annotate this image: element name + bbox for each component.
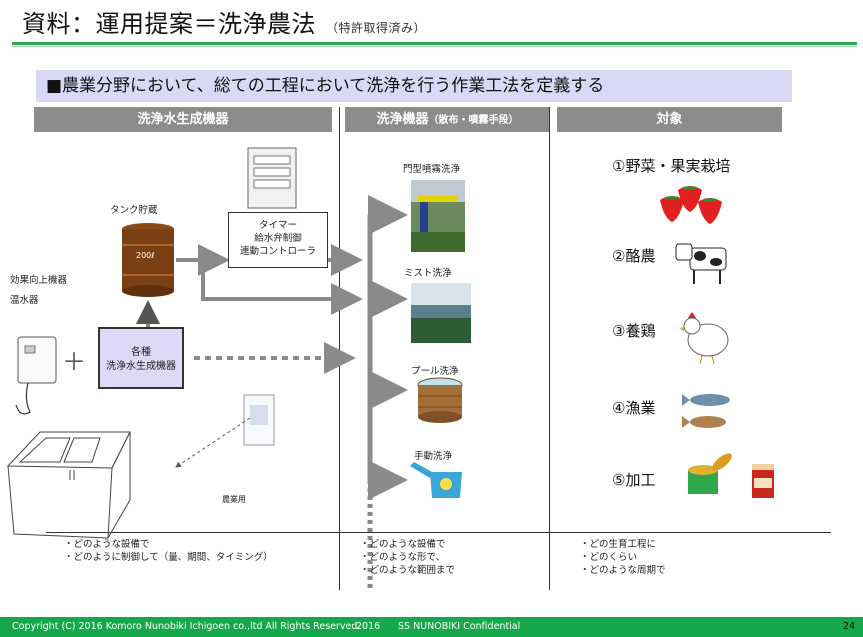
strawberry-icon <box>660 186 722 224</box>
footer-copyright: Copyright (C) 2016 Komoro Nunobiki Ichig… <box>12 621 361 632</box>
header-generator: 洗浄水生成機器 <box>34 107 332 132</box>
footer-bar: Copyright (C) 2016 Komoro Nunobiki Ichig… <box>0 617 863 637</box>
tank-icon <box>122 223 174 297</box>
notes-target: ・どの生育工程に ・どのくらい ・どのような周期で <box>580 538 666 577</box>
pool-icon <box>417 377 463 423</box>
footer-year: 2016 <box>356 621 381 632</box>
notes-divider <box>46 532 831 533</box>
note-line: ・どのくらい <box>580 552 638 563</box>
column-divider <box>549 107 550 590</box>
gate-spray-photo <box>411 180 465 252</box>
note-line: ・どの生育工程に <box>580 539 657 550</box>
header-washer-sub: （散布・噴霧手段） <box>428 115 519 126</box>
generator-line: 洗浄水生成機器 <box>106 361 176 372</box>
mist-photo <box>411 283 471 343</box>
gate-spray-label: 門型噴霧洗浄 <box>403 164 461 175</box>
pool-label: プール洗浄 <box>411 366 459 377</box>
note-line: ・どのような周期で <box>580 565 666 576</box>
control-panel-icon <box>247 147 297 209</box>
product-pack-icon <box>243 394 275 446</box>
timer-line: 連動コントローラ <box>239 246 316 257</box>
flow-diagram <box>6 147 774 592</box>
mist-label: ミスト洗浄 <box>404 268 452 279</box>
fish-icon <box>682 394 730 428</box>
banner: ■農業分野において、総ての工程において洗浄を行う作業工法を定義する <box>36 70 792 102</box>
timer-line: 給水弁制御 <box>254 233 302 244</box>
header-target: 対象 <box>557 107 782 132</box>
target-vegetables: ①野菜・果実栽培 <box>612 157 731 175</box>
watering-can-icon <box>410 462 462 498</box>
page-number: 24 <box>843 621 856 632</box>
header-washer-label: 洗浄機器 <box>376 112 429 127</box>
title-note: （特許取得済み） <box>326 21 427 35</box>
note-line: ・どのような形で、 <box>360 552 446 563</box>
target-dairy: ②酪農 <box>612 247 656 265</box>
plus-sign: ＋ <box>62 348 86 376</box>
cow-icon <box>675 243 727 284</box>
generator-box: 各種 洗浄水生成機器 <box>98 327 184 389</box>
target-fishery: ④漁業 <box>612 399 656 417</box>
title-text: 資料：運用提案＝洗浄農法 <box>22 10 316 38</box>
notes-washer: ・どのような設備で ・どのような形で、 ・どのような範囲まで <box>360 538 455 577</box>
agri-label: 農業用 <box>222 495 246 504</box>
effect-label: 効果向上機器 <box>10 275 68 286</box>
header-washer: 洗浄機器（散布・噴霧手段） <box>345 107 550 132</box>
dashed-pointer-arrow <box>175 417 251 468</box>
tank-capacity: 200ℓ <box>136 251 155 260</box>
note-line: ・どのような設備で <box>64 539 150 550</box>
target-processing: ⑤加工 <box>612 471 656 489</box>
target-poultry: ③養鶏 <box>612 322 656 340</box>
tank-label: タンク貯蔵 <box>110 205 158 216</box>
page-title: 資料：運用提案＝洗浄農法 （特許取得済み） <box>22 4 426 39</box>
canned-food-icon <box>688 453 774 498</box>
timer-line: タイマー <box>258 220 297 231</box>
arrow-tank-to-mist <box>201 260 363 315</box>
note-line: ・どのような設備で <box>360 539 446 550</box>
title-divider-thin <box>12 46 857 47</box>
timer-controller-box: タイマー 給水弁制御 連動コントローラ <box>228 212 328 268</box>
note-line: ・どのように制御して（量、期間、タイミング） <box>64 552 273 563</box>
storage-box-icon <box>6 431 131 539</box>
generator-line: 各種 <box>131 347 151 358</box>
manual-label: 手動洗浄 <box>414 451 453 462</box>
notes-generator: ・どのような設備で ・どのように制御して（量、期間、タイミング） <box>64 538 273 564</box>
heater-label: 温水器 <box>10 295 39 306</box>
water-heater-icon <box>15 336 57 415</box>
title-divider <box>12 42 857 45</box>
footer-confidential: SS NUNOBIKI Confidential <box>398 621 521 632</box>
chicken-icon <box>680 312 729 365</box>
note-line: ・どのような範囲まで <box>360 565 456 576</box>
